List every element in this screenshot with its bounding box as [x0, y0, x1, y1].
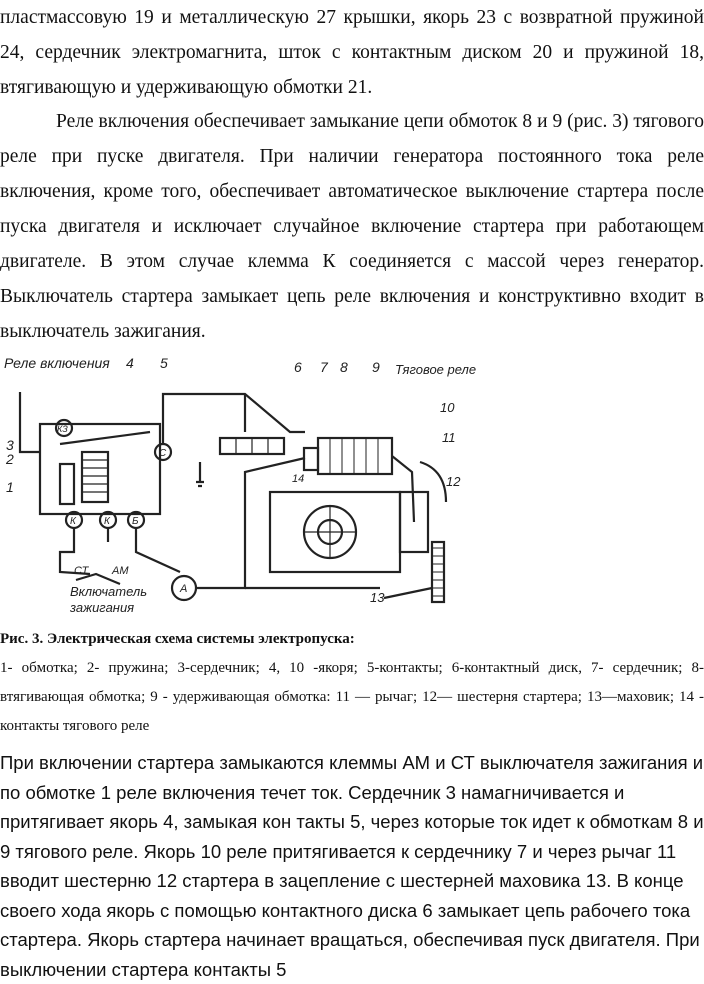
wire-ammeter-up: [196, 456, 306, 590]
paragraph-3: При включении стартера замыкаются клеммы…: [0, 752, 704, 980]
label-n13: 13: [370, 590, 385, 605]
pinion-housing: [398, 490, 430, 554]
label-n1: 1: [6, 479, 14, 495]
label-n9: 9: [372, 359, 380, 375]
label-n2: 2: [5, 451, 14, 467]
traction-relay: [316, 436, 394, 476]
label-vykl-1: Включатель: [70, 584, 147, 599]
label-ammeter: А: [179, 583, 187, 595]
relay-core: [58, 462, 76, 506]
paragraph-2: Реле включения обеспечивает замыкание це…: [0, 111, 704, 342]
label-n7: 7: [320, 359, 329, 375]
wire-b-to-ammeter: [134, 528, 181, 574]
lever: [391, 455, 416, 523]
wire-top: [161, 392, 305, 444]
ground-symbol: [196, 462, 204, 488]
relay-coil: [80, 450, 110, 504]
label-n3: 3: [6, 437, 14, 453]
label-vykl-2: зажигания: [69, 600, 134, 615]
label-kz: КЗ: [57, 424, 68, 434]
pinion-arc: [419, 460, 448, 503]
label-b: Б: [132, 516, 139, 527]
relay-terminal-kz: [54, 418, 74, 438]
relay-frame-wire: [18, 392, 40, 454]
label-k1: К: [70, 516, 77, 527]
label-n14: 14: [292, 473, 304, 485]
label-n4: 4: [126, 355, 134, 371]
starter-circuit-diagram: Реле включения Тяговое реле Включатель з…: [4, 355, 476, 615]
label-n5: 5: [160, 355, 168, 371]
label-rele-vkl: Реле включения: [4, 355, 110, 371]
relay-box: [38, 422, 162, 516]
ignition-switch: [75, 572, 121, 586]
label-n12: 12: [446, 474, 461, 489]
flywheel-leader: [383, 586, 433, 600]
figure-caption: Рис. 3. Электрическая схема системы элек…: [0, 626, 704, 741]
label-k2: К: [104, 516, 111, 527]
traction-contacts: [302, 446, 320, 472]
caption-legend: 1- обмотка; 2- пружина; 3-сердечник; 4, …: [0, 660, 704, 734]
paragraph-1: пластмассовую 19 и металлическую 27 крыш…: [0, 7, 704, 98]
label-n11: 11: [442, 430, 456, 445]
figure-electrical-scheme: Реле включения Тяговое реле Включатель з…: [0, 352, 704, 620]
label-n10: 10: [440, 400, 455, 415]
relay-armature: [59, 430, 151, 446]
wire-to-switch: [58, 528, 91, 576]
label-c: С: [159, 448, 167, 459]
label-n6: 6: [294, 359, 302, 375]
label-am: АМ: [111, 565, 129, 577]
label-tyag-rele: Тяговое реле: [395, 362, 476, 377]
label-st: СТ: [74, 565, 90, 577]
label-n8: 8: [340, 359, 348, 375]
caption-title: Рис. 3. Электрическая схема системы элек…: [0, 631, 355, 647]
